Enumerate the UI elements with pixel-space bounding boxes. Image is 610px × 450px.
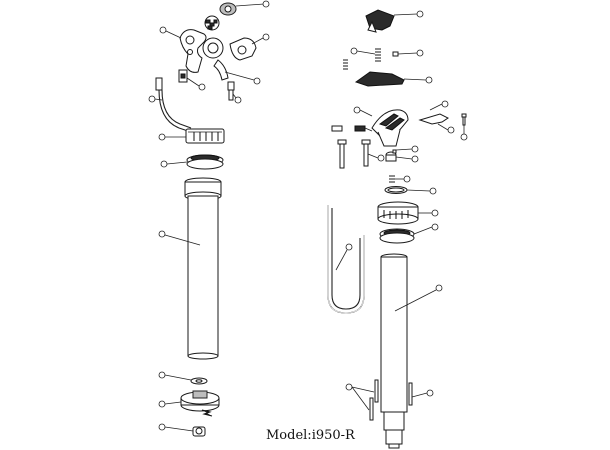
part-top-clamp <box>365 9 424 33</box>
part-seal-ring <box>160 154 224 170</box>
part-saddle-head <box>353 106 409 147</box>
part-small-screw <box>460 113 468 141</box>
part-small-plate <box>331 125 373 132</box>
part-small-spring <box>389 175 411 183</box>
part-inner-tube <box>380 253 443 449</box>
part-checkered-roller <box>204 15 220 31</box>
part-springs <box>343 47 424 70</box>
part-bearing-housing <box>158 128 225 144</box>
part-side-clip <box>418 100 455 134</box>
part-bottom-cap-nut <box>158 423 206 437</box>
part-bottom-washer <box>158 371 208 385</box>
part-pins <box>345 379 434 421</box>
part-bearing-housing-right <box>377 201 439 225</box>
right-assembly <box>327 9 468 449</box>
part-clamp-plate <box>354 71 433 87</box>
part-small-bolt <box>227 81 242 104</box>
part-u-shaped-cable <box>327 205 365 314</box>
part-cable-clip <box>178 69 206 91</box>
part-clamp-head <box>229 33 270 61</box>
left-assembly <box>148 0 270 437</box>
part-seatpost-tube <box>158 177 222 360</box>
part-top-ball-joint <box>219 0 270 16</box>
part-clamp-lever <box>159 26 207 73</box>
part-seal-ring-right <box>379 223 439 244</box>
part-bolts <box>337 139 385 169</box>
part-bottom-nut-assembly <box>158 390 220 417</box>
part-cable-end <box>148 77 192 133</box>
part-round-clamp <box>202 37 261 85</box>
model-label: Model:i950-R <box>266 428 355 443</box>
part-o-ring <box>384 186 437 195</box>
part-small-knob <box>385 145 419 163</box>
